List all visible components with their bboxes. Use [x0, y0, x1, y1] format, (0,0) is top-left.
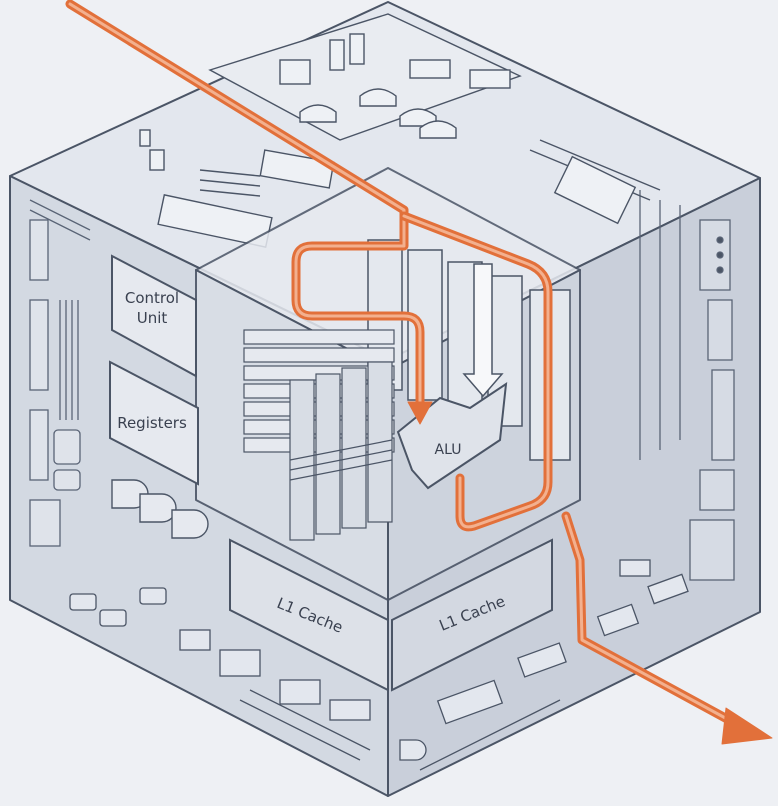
control-unit-label-line2: Unit: [137, 309, 168, 327]
data-path: [65, 0, 773, 745]
data-path-arrowhead-output: [721, 707, 773, 745]
l1-cache-right-block: L1 Cache: [391, 538, 553, 692]
data-path-arrowhead-alu: [407, 401, 433, 425]
alu-label: ALU: [435, 442, 462, 458]
right-wall-circuits: [639, 190, 735, 581]
alu-input-arrow: [462, 263, 504, 398]
alu-block: ALU: [396, 381, 508, 490]
data-path-output-inner: [564, 514, 742, 728]
data-path-ring-inner: [402, 214, 550, 529]
floor-circuits: [69, 559, 689, 771]
registers-label: Registers: [117, 414, 187, 432]
data-path-inner: [68, 2, 422, 408]
l1-cache-left-block: L1 Cache: [229, 538, 389, 692]
left-wall-circuits: [29, 199, 91, 547]
control-unit-label-line1: Control: [125, 289, 179, 307]
logic-gates: [111, 479, 209, 539]
registers-block: Registers: [109, 360, 199, 486]
control-unit-block: Control Unit: [111, 254, 197, 378]
register-stack: [243, 329, 395, 541]
